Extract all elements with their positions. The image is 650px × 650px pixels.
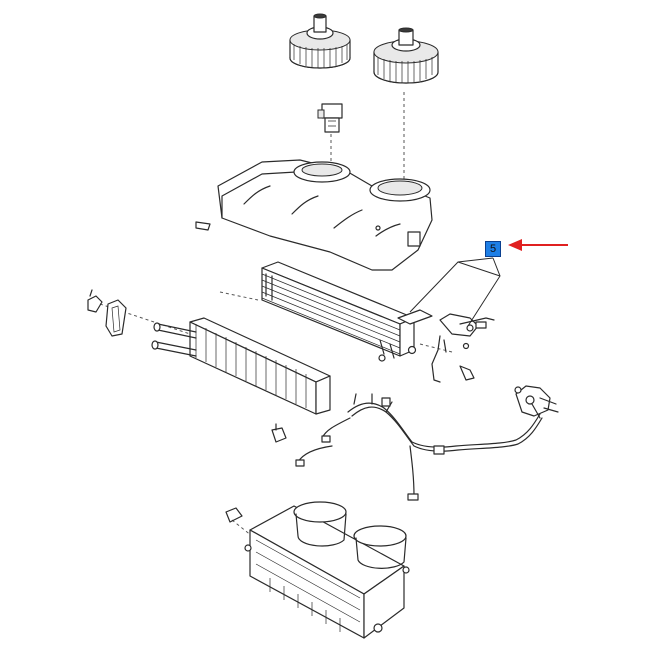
callout-leader <box>457 261 501 277</box>
lower-housing <box>225 501 410 639</box>
blower-resistor <box>317 103 343 133</box>
expansion-valve-kit <box>431 313 495 383</box>
clip-connector <box>271 423 287 443</box>
wiring-harness <box>295 385 559 501</box>
evaporator-core <box>261 261 433 362</box>
arrow-left-icon <box>508 239 568 251</box>
alignment-line <box>231 519 253 537</box>
alignment-line <box>99 303 191 335</box>
heater-core <box>151 317 331 415</box>
upper-housing <box>195 159 433 271</box>
callout-leader <box>409 257 494 313</box>
heater-core-seal <box>87 289 127 337</box>
alignment-line <box>419 343 453 353</box>
blower-motor-right <box>373 27 439 84</box>
blower-motor-left <box>289 13 351 69</box>
part-callout-badge: 5 <box>485 241 501 257</box>
callout-leader <box>467 257 501 327</box>
alignment-line <box>219 291 259 301</box>
